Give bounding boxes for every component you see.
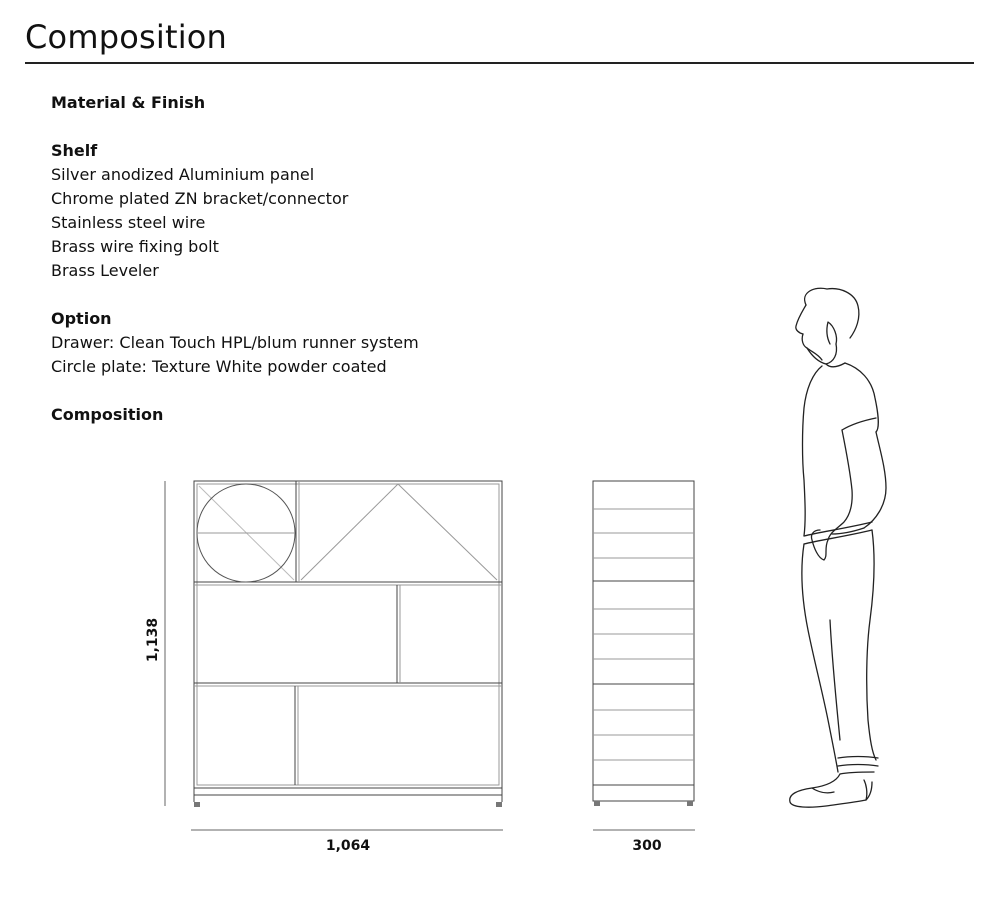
shelf-item: Brass wire fixing bolt bbox=[51, 237, 219, 256]
height-dimension-label: 1,138 bbox=[145, 618, 161, 662]
depth-dimension-label: 300 bbox=[632, 838, 661, 854]
shelf-heading: Shelf bbox=[51, 141, 98, 160]
material-finish-heading: Material & Finish bbox=[51, 93, 206, 112]
spec-section: Material & Finish Shelf Silver anodized … bbox=[51, 91, 551, 427]
shelf-item: Brass Leveler bbox=[51, 261, 159, 280]
shelf-item: Silver anodized Aluminium panel bbox=[51, 165, 315, 184]
composition-heading: Composition bbox=[51, 405, 164, 424]
option-heading: Option bbox=[51, 309, 112, 328]
dimension-lines bbox=[164, 481, 695, 831]
side-view bbox=[592, 480, 695, 806]
human-scale-figure bbox=[789, 287, 887, 808]
page-title: Composition bbox=[25, 18, 228, 56]
shelf-item: Chrome plated ZN bracket/connector bbox=[51, 189, 349, 208]
option-item: Circle plate: Texture White powder coate… bbox=[51, 357, 387, 376]
title-divider bbox=[25, 62, 974, 64]
width-dimension-label: 1,064 bbox=[326, 838, 371, 854]
shelf-item: Stainless steel wire bbox=[51, 213, 206, 232]
option-item: Drawer: Clean Touch HPL/blum runner syst… bbox=[51, 333, 419, 352]
front-view bbox=[193, 480, 503, 807]
